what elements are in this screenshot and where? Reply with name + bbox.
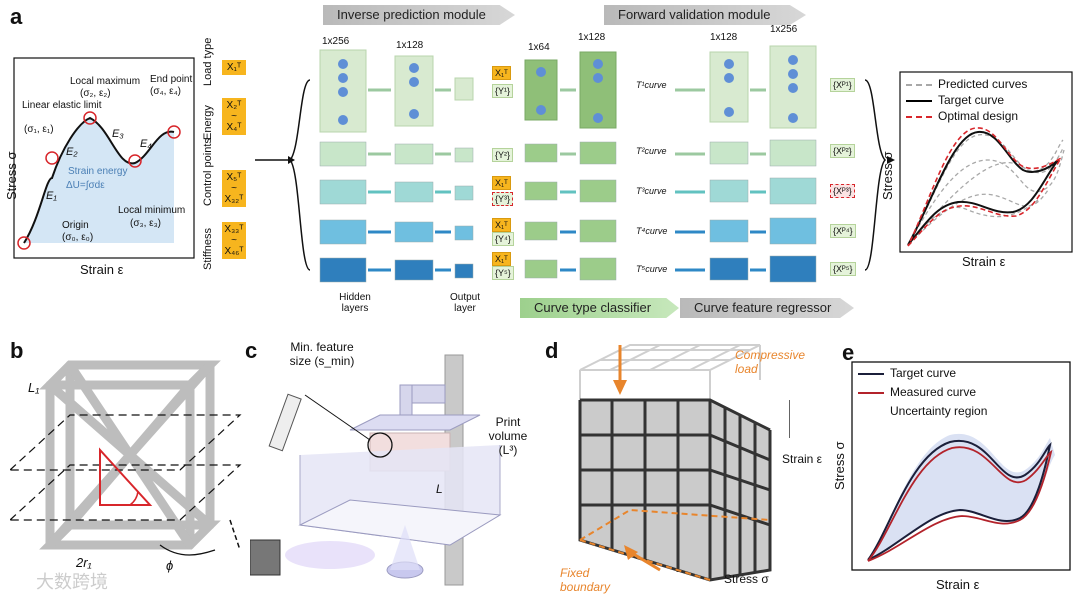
classifier-banner: Curve type classifier — [520, 298, 679, 318]
e2-label: E₂ — [66, 146, 78, 158]
t-tag-4: T⁴curve — [636, 226, 668, 236]
measured-ylabel: Stress σ — [832, 441, 847, 490]
schematic-xlabel: Strain ε — [80, 262, 124, 277]
inverse-module-banner: Inverse prediction module — [323, 5, 515, 25]
local-max-coords: (σ₂, ε₂) — [80, 88, 111, 99]
local-min-label: Local minimum — [118, 205, 186, 216]
panel-letter-e: e — [842, 340, 855, 365]
network-diagram — [255, 45, 895, 283]
layer-size-3: 1x64 — [528, 42, 550, 53]
watermark: 大数跨境 — [36, 572, 108, 592]
linear-label: Linear elastic limit — [22, 100, 102, 111]
strain-energy-formula: ΔU=∫σdε — [66, 180, 105, 191]
out-tag-3: {Xᴾ³} — [830, 184, 855, 198]
input-box-control: X₅ᵀ~X₃₂ᵀ — [222, 170, 246, 207]
input-box-stiffness: X₃₃ᵀ~X₄₆ᵀ — [222, 222, 246, 259]
t-tag-3: T³curve — [636, 186, 667, 196]
out-tag-1: {Xᴾ¹} — [830, 78, 855, 92]
regressor-banner: Curve feature regressor — [680, 298, 854, 318]
x-tag-3: X₁ᵀ — [492, 176, 511, 190]
panel-letter-c: c — [245, 338, 258, 363]
strain-label-d: Strain ε — [782, 452, 823, 466]
layer-size-2: 1x128 — [396, 40, 424, 51]
y-tag-5: {Y⁵} — [492, 266, 514, 280]
lattice-cube-drawing — [578, 344, 790, 582]
layer-size-6: 1x256 — [770, 24, 798, 35]
t-tag-1: T¹curve — [636, 80, 667, 90]
measured-plot — [851, 361, 1071, 571]
y-tag-3: {Y³} — [492, 192, 514, 206]
row-label-control-points: Control points — [202, 138, 214, 206]
input-box-load: X₁ᵀ — [222, 60, 246, 75]
out-tag-5: {Xᴾ⁵} — [830, 262, 856, 276]
l-dimension-label: L — [436, 482, 443, 496]
linear-coords: (σ₁, ε₁) — [24, 124, 54, 135]
result-xlabel: Strain ε — [962, 254, 1006, 269]
row-label-stiffness: Stiffness — [202, 228, 214, 270]
result-plot — [899, 71, 1073, 253]
strain-energy-label: Strain energy — [68, 166, 128, 177]
out-tag-4: {Xᴾ⁴} — [830, 224, 856, 238]
l1-label: L₁ — [28, 380, 40, 395]
stress-label-d: Stress σ — [724, 572, 769, 586]
row-label-energy: Energy — [202, 105, 214, 140]
x-tag-1: X₁ᵀ — [492, 66, 511, 80]
result-ylabel: Stress σ — [880, 151, 895, 200]
hidden-layers-label: Hidden layers — [339, 292, 371, 314]
phi-label: ϕ — [166, 558, 174, 573]
measured-legend: Target curve Measured curve Uncertainty … — [858, 364, 987, 421]
local-max-label: Local maximum — [70, 76, 141, 87]
print-volume-label: Print volume (L³) — [488, 415, 528, 457]
row-label-load-type: Load type — [202, 37, 214, 86]
end-point-label: End point — [150, 74, 193, 85]
forward-module-banner: Forward validation module — [604, 5, 806, 25]
input-box-energy: X₂ᵀ~X₄ᵀ — [222, 98, 246, 135]
unit-cell-drawing — [10, 360, 242, 556]
layer-size-5: 1x128 — [710, 32, 738, 43]
output-layer-label: Output layer — [449, 292, 481, 314]
t-tag-5: T⁵curve — [636, 264, 668, 274]
t-tag-2: T²curve — [636, 146, 667, 156]
panel-letter-d: d — [545, 338, 559, 363]
e4-label: E₄ — [140, 138, 152, 150]
x-tag-4: X₁ᵀ — [492, 218, 511, 232]
min-feature-label: Min. feature size (s_min) — [289, 340, 355, 368]
layer-size-1: 1x256 — [322, 36, 350, 47]
x-tag-5: X₁ᵀ — [492, 252, 511, 266]
panel-letter-a: a — [10, 4, 23, 29]
out-tag-2: {Xᴾ²} — [830, 144, 855, 158]
compressive-load-label: Compressive load — [735, 348, 806, 376]
printer-drawing — [250, 354, 502, 586]
fixed-boundary-label: Fixed boundary — [560, 566, 611, 594]
origin-coords: (σ₀, ε₀) — [62, 232, 94, 243]
panel-letter-b: b — [10, 338, 24, 363]
result-legend: Predicted curves Target curve Optimal de… — [906, 76, 1027, 124]
layer-size-4: 1x128 — [578, 32, 606, 43]
schematic-ylabel: Stress σ — [4, 151, 19, 200]
strain-curve-schematic — [13, 57, 195, 259]
y-tag-4: {Y⁴} — [492, 232, 514, 246]
measured-xlabel: Strain ε — [936, 577, 980, 592]
e1-label: E₁ — [46, 190, 57, 202]
y-tag-2: {Y²} — [492, 148, 514, 162]
e3-label: E₃ — [112, 128, 124, 140]
end-point-coords: (σ₄, ε₄) — [150, 86, 182, 97]
origin-label: Origin — [62, 220, 89, 231]
y-tag-1: {Y¹} — [492, 84, 514, 98]
local-min-coords: (σ₃, ε₃) — [130, 218, 161, 229]
r1-label: 2r₁ — [76, 555, 92, 570]
